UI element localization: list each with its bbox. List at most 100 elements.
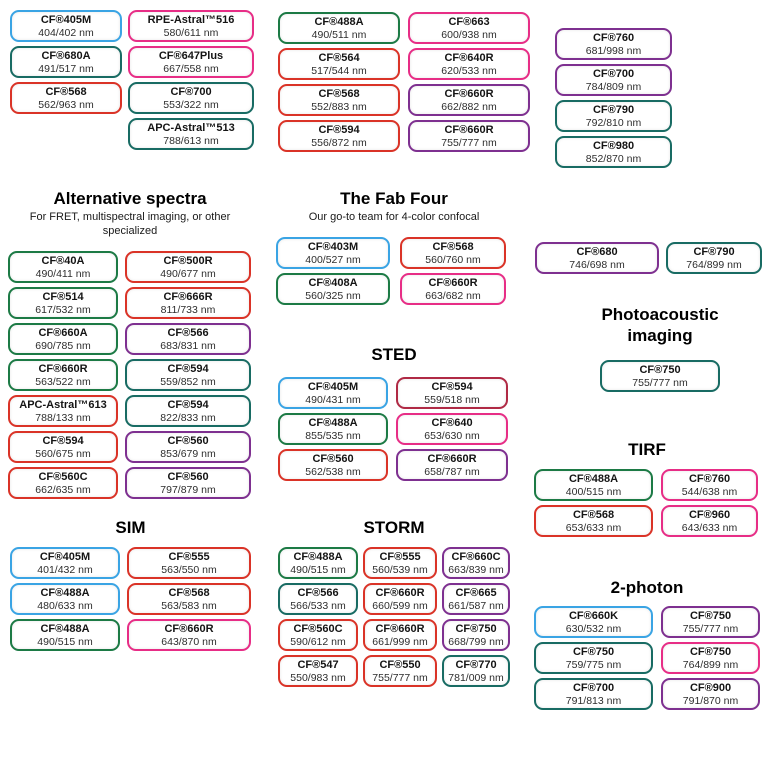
dye-wavelengths: 617/532 nm [35,303,91,316]
alternative-spectra-heading: Alternative spectra [53,189,207,208]
dye-wavelengths: 759/775 nm [565,658,622,671]
dye-wavelengths: 668/799 nm [448,635,504,648]
dye-name: CF®760 [688,472,731,485]
dye-wavelengths: 784/809 nm [585,80,642,93]
dye-name: CF®403M [307,240,359,253]
dye-wavelengths: 755/777 nm [632,376,688,389]
dye-name: CF®405M [39,550,91,563]
dye-name: CF®647Plus [158,49,224,62]
dye-name: CF®700 [592,67,635,80]
dye-wavelengths: 560/539 nm [372,563,428,576]
sted-heading: STED [371,345,417,364]
dye-name: CF®555 [379,550,421,563]
dye-name: CF®568 [572,508,615,521]
dye-name: CF®980 [592,139,635,152]
dye-wavelengths: 663/682 nm [425,289,481,302]
dye-name: CF®514 [42,290,84,303]
dye-wavelengths: 663/839 nm [448,563,504,576]
alternative-spectra-subtitle: For FRET, multispectral imaging, or othe… [29,211,231,237]
dye-wavelengths: 658/787 nm [424,465,480,478]
dye-wavelengths: 404/402 nm [38,26,94,39]
dye-name: CF®680 [576,245,618,258]
dye-name: CF®408A [308,276,358,289]
dye-name: CF®560 [312,452,354,465]
dye-name: CF®560 [167,434,209,447]
dye-name: CF®660R [38,362,88,375]
dye-wavelengths: 653/630 nm [424,429,480,442]
dye-wavelengths: 661/587 nm [448,599,504,612]
dye-wavelengths: 764/899 nm [682,658,739,671]
dye-wavelengths: 590/612 nm [290,635,346,648]
dye-name: CF®790 [592,103,635,116]
dye-name: CF®700 [170,85,212,98]
dye-wavelengths: 653/633 nm [565,521,622,534]
dye-wavelengths: 490/515 nm [37,635,93,648]
dye-wavelengths: 562/538 nm [305,465,361,478]
dye-name: CF®488A [314,15,364,28]
dye-name: APC-Astral™613 [19,398,107,411]
dye-wavelengths: 553/322 nm [163,98,219,111]
dye-wavelengths: 620/533 nm [441,64,497,77]
tirf-heading: TIRF [628,440,666,459]
dye-name: CF®665 [455,586,497,599]
dye-wavelengths: 643/870 nm [161,635,217,648]
dye-name: CF®568 [45,85,87,98]
dye-name: CF®660R [444,87,494,100]
dye-name: CF®660A [38,326,88,339]
dye-name: CF®660R [427,452,477,465]
storm-heading: STORM [363,518,425,537]
dye-name: CF®660K [568,609,619,622]
dye-name: CF®488A [293,550,343,563]
dye-name: CF®594 [167,398,209,411]
dye-wavelengths: 566/533 nm [290,599,346,612]
dye-name: CF®405M [307,380,359,393]
dye-name: CF®560 [167,470,209,483]
dye-name: CF®760 [592,31,635,44]
dye-wavelengths: 690/785 nm [35,339,91,352]
dye-wavelengths: 755/777 nm [682,622,739,635]
dye-name: CF®488A [40,586,90,599]
dye-wavelengths: 788/133 nm [35,411,91,424]
dye-wavelengths: 811/733 nm [160,303,216,316]
dye-name: CF®660R [428,276,478,289]
sim-heading: SIM [115,518,146,537]
dye-wavelengths: 480/633 nm [37,599,93,612]
dye-wavelengths: 681/998 nm [585,44,642,57]
dye-name: CF®700 [572,681,615,694]
dye-name: CF®566 [167,326,209,339]
